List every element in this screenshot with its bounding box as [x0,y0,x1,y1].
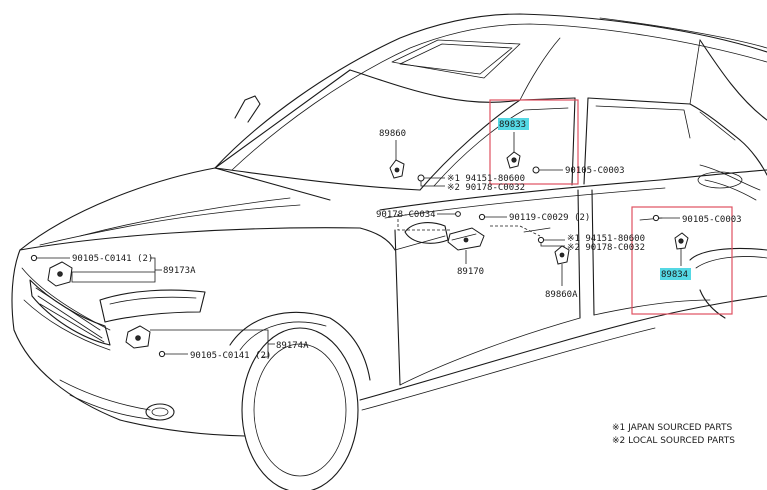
highlight-box-89833 [489,99,579,185]
label-90178-c0032-upper[interactable]: ※2 90178-C0032 [447,183,525,193]
sensor-89174a [125,325,166,358]
sensor-89173a [30,254,73,287]
label-highlight-89834 [660,268,691,280]
label-89173a[interactable]: 89173A [163,266,196,276]
label-90105-c0141-lower[interactable]: 90105-C0141 (2) [190,351,271,361]
label-89174a[interactable]: 89174A [276,341,309,351]
sensor-89834 [652,214,689,250]
label-90178-c0034[interactable]: 90178-C0034 [376,210,436,220]
label-89860[interactable]: 89860 [379,129,406,139]
highlight-box-89834 [631,206,733,315]
note-local-sourced: ※2 LOCAL SOURCED PARTS [612,436,735,446]
note-japan-sourced: ※1 JAPAN SOURCED PARTS [612,423,732,433]
leader-lines [37,132,682,358]
sensor-89833 [506,151,540,174]
sensor-89860 [389,159,425,182]
label-89834[interactable]: 89834 [661,270,688,280]
label-90105-c0141-front[interactable]: 90105-C0141 (2) [72,254,153,264]
label-highlight-89833 [498,118,529,130]
label-90119-c0029[interactable]: 90119-C0029 (2) [509,213,590,223]
label-90105-c0003-upper[interactable]: 90105-C0003 [565,166,625,176]
ecu-89170 [447,211,486,251]
label-90178-c0032-lower[interactable]: ※2 90178-C0032 [567,243,645,253]
car-outline [11,13,767,490]
label-94151-upper[interactable]: ※1 94151-80600 [447,174,525,184]
label-89170[interactable]: 89170 [457,267,484,277]
label-94151-lower[interactable]: ※1 94151-80600 [567,234,645,244]
label-90105-c0003-lower[interactable]: 90105-C0003 [682,215,742,225]
label-89860a[interactable]: 89860A [545,290,578,300]
label-89833[interactable]: 89833 [499,120,526,130]
sensor-89860a [537,236,570,265]
